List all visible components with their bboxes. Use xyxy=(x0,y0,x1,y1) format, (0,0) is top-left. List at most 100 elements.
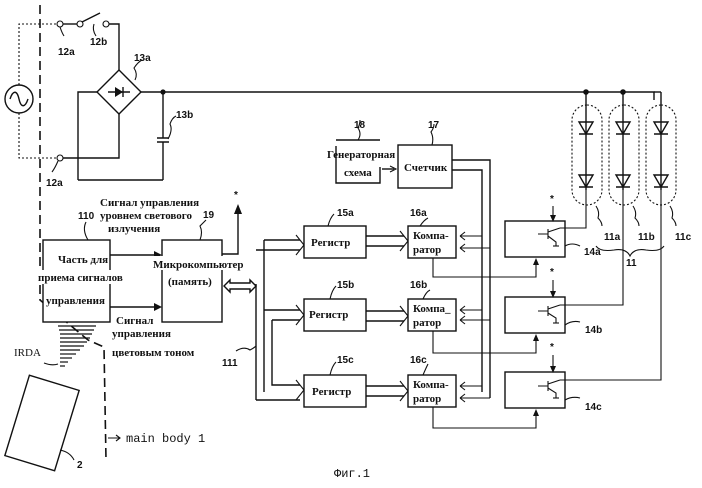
label-16b: 16b xyxy=(410,280,427,291)
bus-arrow xyxy=(400,231,408,251)
arrowhead-up xyxy=(234,204,242,214)
label-15c: 15c xyxy=(337,355,354,366)
leader xyxy=(200,220,206,240)
bus-arrow xyxy=(400,306,408,326)
counter-input-b1 xyxy=(460,306,482,314)
microcomputer-text-2: (память) xyxy=(168,276,212,288)
label-13b: 13b xyxy=(176,110,193,121)
label-18: 18 xyxy=(354,120,366,131)
register-to-comparator-bus xyxy=(366,386,404,396)
bus-arrow xyxy=(296,235,304,255)
led-group-outline xyxy=(609,105,639,205)
label-11c: 11c xyxy=(675,232,692,243)
register-row-a: 15a Регистр 16a Компа- ратор xyxy=(256,208,490,258)
label-11b: 11b xyxy=(638,232,655,243)
led-string-11a: 11a xyxy=(572,89,621,243)
led-group-outline xyxy=(572,105,602,205)
wire xyxy=(109,24,119,70)
asterisk: * xyxy=(550,267,554,278)
receiver-text-3: управления xyxy=(46,295,105,307)
leader xyxy=(60,27,64,36)
leader xyxy=(565,397,580,400)
bidirectional-bus-arrow xyxy=(224,280,256,292)
label-13a: 13a xyxy=(134,53,151,64)
counter-bus-inner xyxy=(452,170,482,392)
label-2: 2 xyxy=(77,460,83,471)
register-to-comparator-bus xyxy=(366,236,404,246)
ac-wire-top xyxy=(19,24,58,85)
label-14c: 14c xyxy=(585,402,602,413)
leader xyxy=(420,218,428,226)
irda-beam xyxy=(58,326,96,366)
figure-caption: Фиг.1 xyxy=(334,467,370,481)
comparator-16b-text-1: Компа_ xyxy=(413,303,451,315)
label-11: 11 xyxy=(626,258,637,269)
led-string-11c: 11c xyxy=(646,92,692,243)
bus-arrow xyxy=(296,305,304,325)
microcomputer-text-1: Микрокомпьютер xyxy=(153,259,243,271)
leader xyxy=(236,346,256,351)
leader xyxy=(44,363,58,365)
leader xyxy=(330,286,336,299)
comparator-16c-text-2: ратор xyxy=(413,393,441,405)
leader xyxy=(60,450,74,460)
comparator-c-output xyxy=(433,407,536,428)
comparator-16a-text-2: ратор xyxy=(413,244,441,256)
label-12a-top: 12a xyxy=(58,47,75,58)
switch-box xyxy=(505,297,565,333)
switch-blade xyxy=(82,13,100,22)
signal-color-tone-line2: управления xyxy=(112,328,171,340)
signal-light-level-line1: Сигнал управления xyxy=(100,197,199,209)
comparator-16b-text-2: ратор xyxy=(413,317,441,329)
wire-14c-11c xyxy=(560,190,661,380)
leader xyxy=(168,116,176,139)
leader xyxy=(328,214,334,226)
led-string-11b: 11b xyxy=(609,89,655,243)
arrowhead xyxy=(533,258,539,265)
counter-input-a2 xyxy=(460,244,490,252)
leader xyxy=(565,244,580,246)
leader xyxy=(52,161,58,172)
leader xyxy=(670,206,676,226)
counter-text: Счетчик xyxy=(404,162,448,174)
label-12a-bottom: 12a xyxy=(46,178,63,189)
comparator-b-output xyxy=(433,331,536,353)
generator-text-1: Генераторная xyxy=(327,149,395,161)
terminal-12a-top xyxy=(57,21,63,27)
comparator-16a-text-1: Компа- xyxy=(413,230,449,242)
register-15a-text: Регистр xyxy=(311,237,350,249)
rectifier-bridge xyxy=(97,70,141,114)
main-body-label: main body 1 xyxy=(126,432,205,446)
label-12b: 12b xyxy=(90,37,107,48)
register-row-c: 15c Регистр 16c Компа- ратор xyxy=(256,320,490,407)
signal-color-tone-line3: цветовым тоном xyxy=(112,347,195,359)
asterisk: * xyxy=(550,342,554,353)
signal-light-level-line2: уровнем светового xyxy=(100,210,193,222)
leader xyxy=(330,362,336,375)
dc-rail xyxy=(141,92,654,100)
counter-bus-outer xyxy=(452,160,490,398)
leader xyxy=(84,222,88,240)
register-15b-text: Регистр xyxy=(309,309,348,321)
bus-to-register xyxy=(256,320,300,400)
receiver-text-1: Часть для xyxy=(58,254,108,266)
register-to-comparator-bus xyxy=(366,311,404,321)
spacer xyxy=(256,240,264,250)
label-110: 110 xyxy=(78,211,95,222)
label-17: 17 xyxy=(428,120,440,131)
receiver-text-2: приема сигналов xyxy=(38,272,123,284)
label-16a: 16a xyxy=(410,208,427,219)
remote-control xyxy=(5,375,79,471)
signal-color-tone-line1: Сигнал xyxy=(116,315,153,327)
irda-label: IRDA xyxy=(14,347,41,359)
switch-contact-2 xyxy=(103,21,109,27)
label-14b: 14b xyxy=(585,325,602,336)
asterisk: * xyxy=(550,194,554,205)
counter-input-b2 xyxy=(460,316,490,324)
label-15b: 15b xyxy=(337,280,354,291)
bus-arrow xyxy=(296,380,304,400)
ac-source xyxy=(5,85,33,113)
capacitor-13b xyxy=(157,92,169,180)
counter-input-c2 xyxy=(460,394,490,402)
